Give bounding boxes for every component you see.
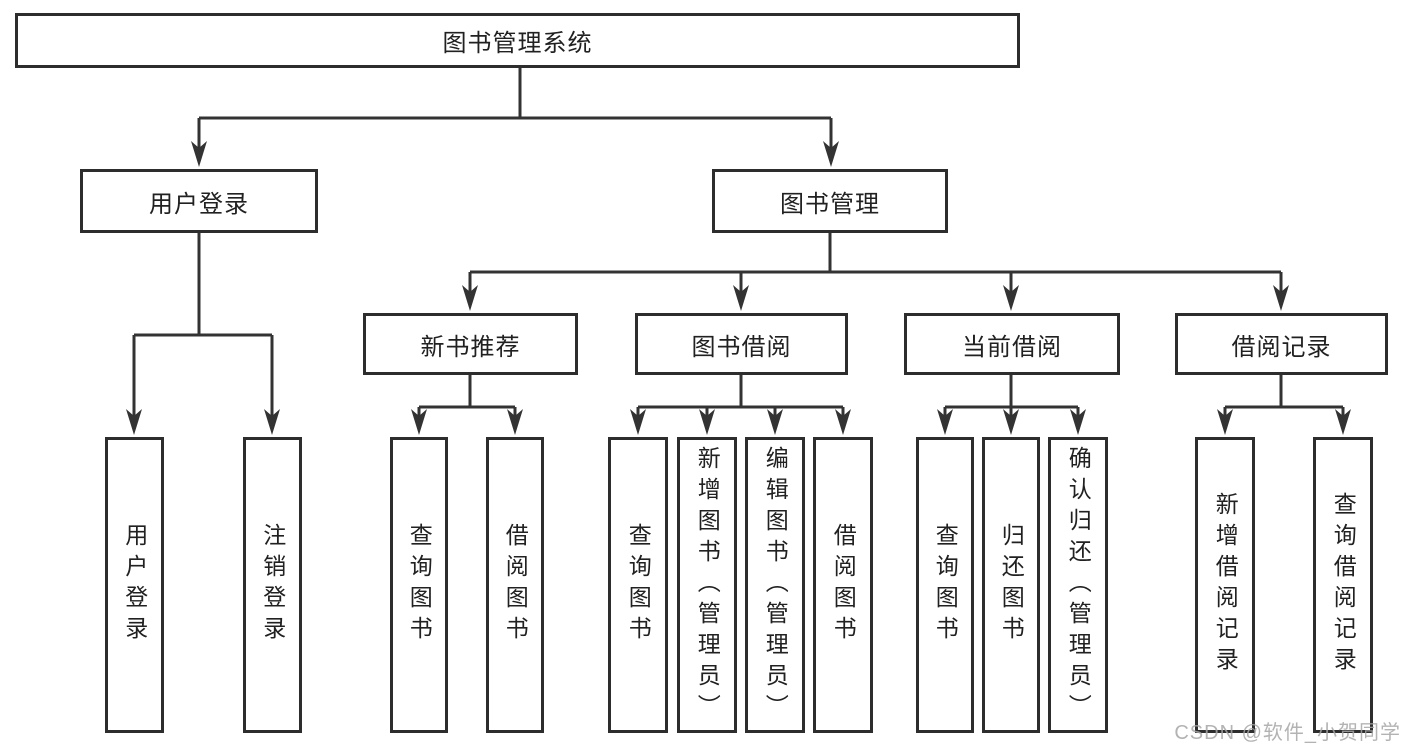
leaf-edit-books-admin: 编辑图书（管理员） bbox=[745, 437, 805, 733]
node-label: 查询图书 bbox=[625, 523, 652, 647]
node-new-book-recommend: 新书推荐 bbox=[363, 313, 578, 375]
leaf-user-login: 用户登录 bbox=[105, 437, 164, 733]
node-book-borrowing: 图书借阅 bbox=[635, 313, 848, 375]
node-current-borrowing: 当前借阅 bbox=[904, 313, 1120, 375]
node-label: 借阅图书 bbox=[830, 523, 857, 647]
node-label: 归还图书 bbox=[998, 523, 1025, 647]
node-label: 新增图书（管理员） bbox=[694, 445, 721, 725]
node-label: 用户登录 bbox=[121, 523, 148, 647]
node-label: 查询图书 bbox=[932, 523, 959, 647]
leaf-return-books: 归还图书 bbox=[982, 437, 1040, 733]
leaf-borrow-books-1: 借阅图书 bbox=[486, 437, 544, 733]
leaf-confirm-return-admin: 确认归还（管理员） bbox=[1048, 437, 1108, 733]
csdn-watermark: CSDN @软件_小贺同学 bbox=[1174, 722, 1401, 744]
node-label: 图书借阅 bbox=[691, 333, 792, 361]
node-label: 图书管理系统 bbox=[442, 30, 593, 57]
node-label: 用户登录 bbox=[149, 190, 249, 218]
node-label: 当前借阅 bbox=[962, 333, 1062, 361]
node-borrowing-records: 借阅记录 bbox=[1175, 313, 1388, 375]
node-root-system: 图书管理系统 bbox=[15, 13, 1020, 68]
node-label: 注销登录 bbox=[259, 523, 286, 647]
node-label: 确认归还（管理员） bbox=[1065, 445, 1092, 725]
node-label: 借阅记录 bbox=[1231, 333, 1332, 361]
leaf-add-books-admin: 新增图书（管理员） bbox=[677, 437, 737, 733]
leaf-query-books-2: 查询图书 bbox=[608, 437, 668, 733]
leaf-query-borrow-record: 查询借阅记录 bbox=[1313, 437, 1373, 733]
leaf-borrow-books-2: 借阅图书 bbox=[813, 437, 873, 733]
leaf-query-books-1: 查询图书 bbox=[390, 437, 448, 733]
leaf-add-borrow-record: 新增借阅记录 bbox=[1195, 437, 1255, 733]
node-label: 查询图书 bbox=[406, 523, 433, 647]
node-label: 借阅图书 bbox=[502, 523, 529, 647]
node-user-login-module: 用户登录 bbox=[80, 169, 318, 233]
node-label: 新书推荐 bbox=[420, 333, 521, 361]
node-label: 查询借阅记录 bbox=[1330, 492, 1357, 678]
node-label: 编辑图书（管理员） bbox=[762, 445, 789, 725]
leaf-logout: 注销登录 bbox=[243, 437, 302, 733]
node-book-management-module: 图书管理 bbox=[712, 169, 948, 233]
node-label: 新增借阅记录 bbox=[1212, 492, 1239, 678]
leaf-query-books-3: 查询图书 bbox=[916, 437, 974, 733]
node-label: 图书管理 bbox=[780, 190, 880, 218]
